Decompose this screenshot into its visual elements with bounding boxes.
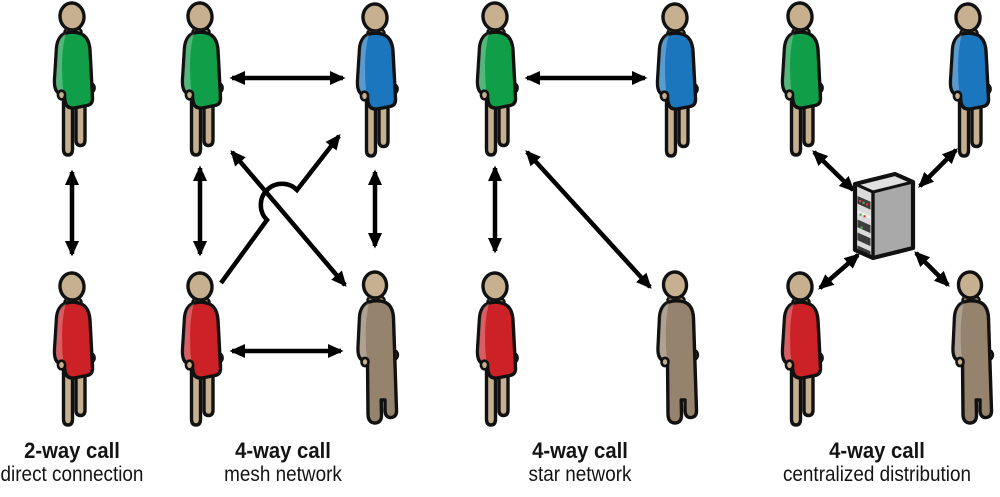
panel-subtitle: star network [528, 463, 632, 486]
panel-subtitle: direct connection [0, 463, 144, 486]
label-centralized-distribution: 4-way call centralized distribution [747, 439, 1000, 487]
label-direct-connection: 2-way call direct connection [0, 439, 202, 487]
arrow-green-server [812, 150, 855, 192]
person-green-icon [780, 0, 825, 157]
arrow-green-tan [525, 150, 652, 289]
panel-subtitle: centralized distribution [782, 463, 972, 486]
panel-title: 2-way call [24, 438, 120, 463]
arrow-red-server [818, 253, 860, 290]
arrow-tan-server [914, 251, 950, 287]
panel-mesh-network [180, 0, 400, 427]
panel-centralized-distribution [780, 0, 995, 427]
arrow-blue-server [918, 148, 958, 188]
person-red-icon [475, 270, 520, 427]
person-tan-icon [656, 269, 700, 425]
panel-subtitle: mesh network [224, 463, 342, 486]
label-star-network: 4-way call star network [450, 439, 710, 487]
person-green-icon [180, 0, 225, 157]
server-tower-icon [855, 174, 913, 258]
person-tan-icon [356, 269, 400, 425]
panel-title: 4-way call [829, 438, 925, 463]
person-blue-icon [355, 1, 400, 158]
person-blue-icon [655, 1, 700, 158]
person-red-icon [780, 270, 825, 427]
panel-title: 4-way call [235, 438, 331, 463]
panel-star-network [475, 0, 700, 427]
label-mesh-network: 4-way call mesh network [153, 439, 413, 487]
arrow-red-blue-with-hop [219, 134, 341, 285]
arrow-green-tan [230, 150, 347, 287]
person-green-icon [475, 0, 520, 157]
person-red-icon [52, 270, 97, 427]
person-tan-icon [951, 269, 995, 425]
person-blue-icon [948, 1, 993, 158]
person-red-icon [180, 270, 225, 427]
person-green-icon [52, 0, 97, 157]
panel-title: 4-way call [532, 438, 628, 463]
panel-direct-connection [52, 0, 97, 427]
